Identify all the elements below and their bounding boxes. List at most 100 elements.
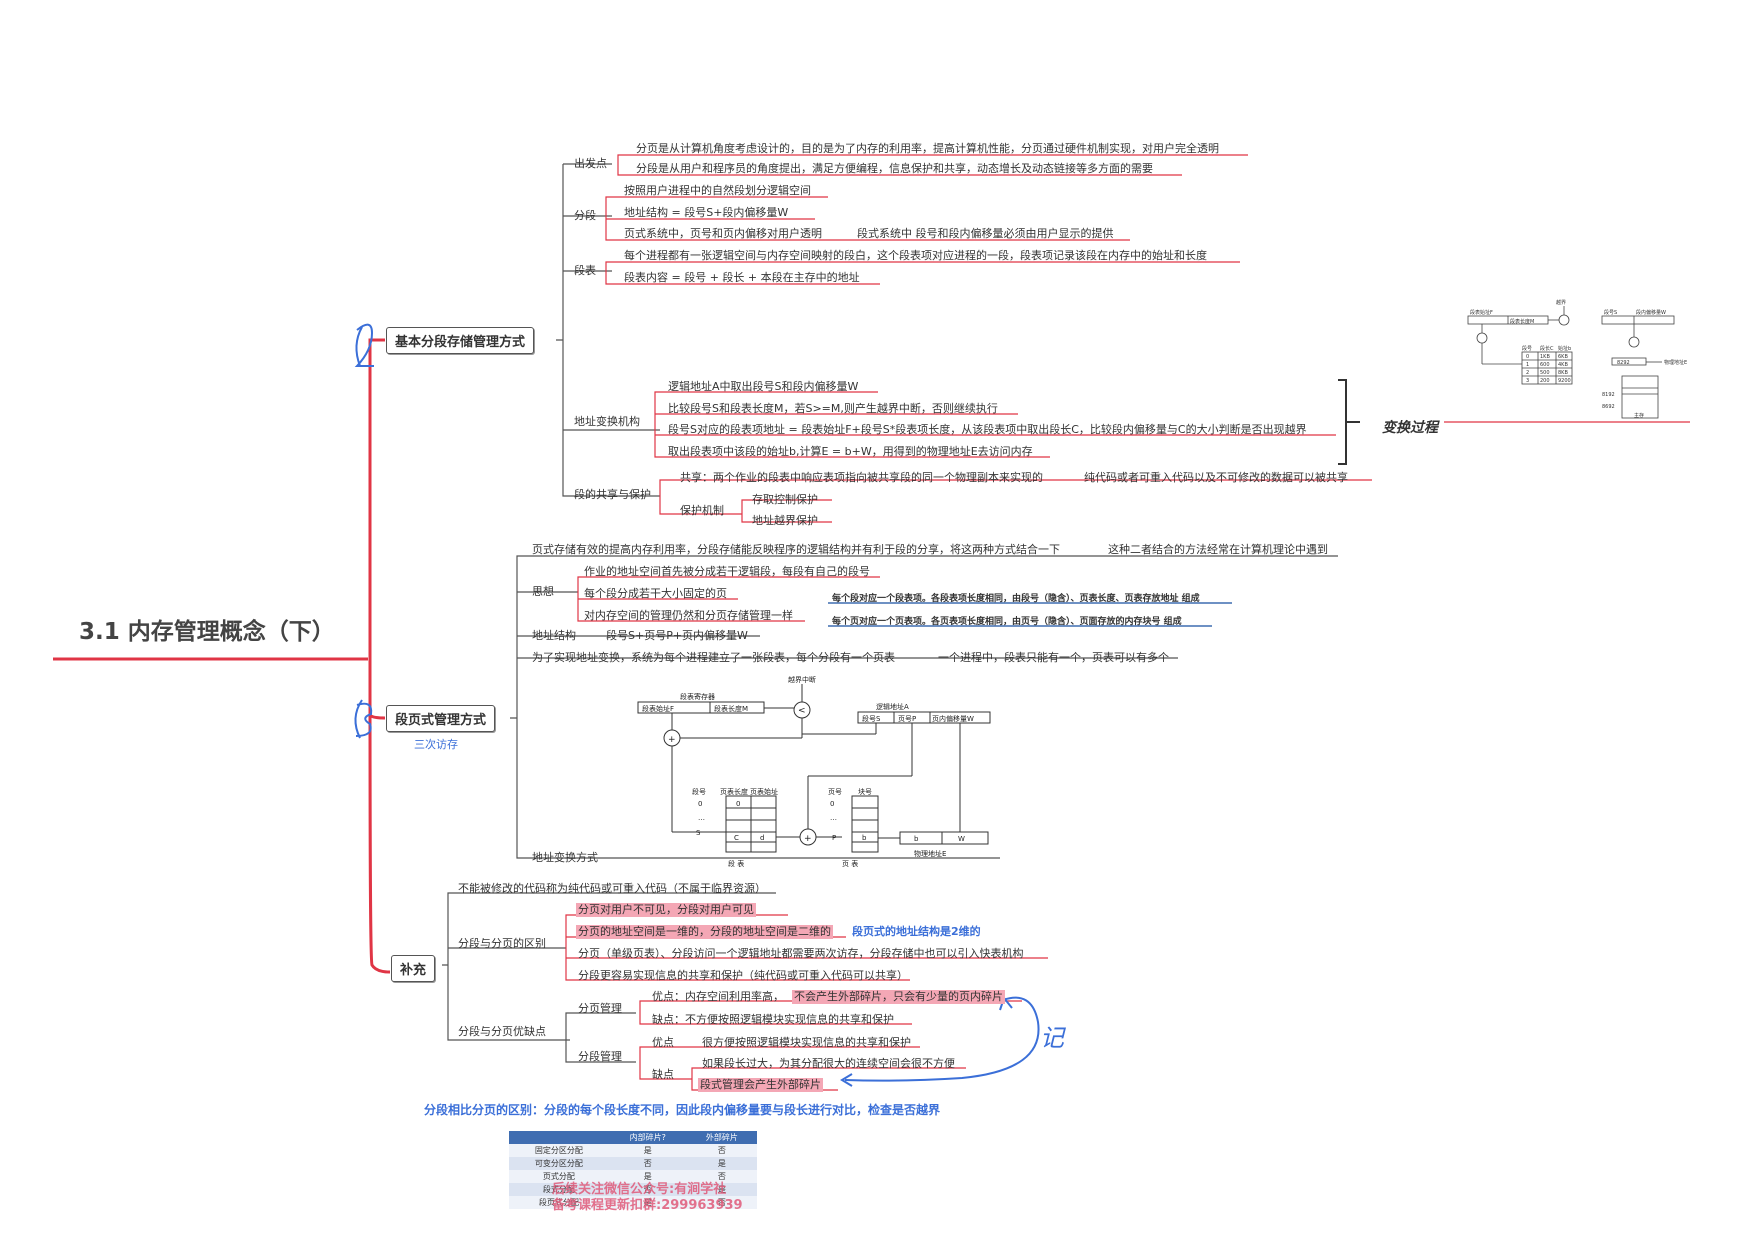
table-cell: 页式分配 [509,1170,609,1183]
node-diff[interactable]: 分段与分页的区别 [458,937,546,950]
table-cell: 是 [608,1170,687,1183]
sp-overflow: 越界中断 [788,675,816,684]
seg-diag-phys: 物理地址E [1664,359,1687,366]
sp-col-plen: 页表长度 [720,787,748,796]
seg-diag-r3c2: 9200 [1558,378,1571,384]
svg-text:+: + [804,834,812,844]
leaf-segment-extra: 段式系统中 段号和段内偏移量必须由用户显示的提供 [857,227,1114,240]
leaf-paging-con: 缺点：不方便按照逻辑模块实现信息的共享和保护 [652,1013,894,1026]
tag-translate-process: 变换过程 [1382,420,1438,436]
seg-diag-label-5: 段号 [1522,345,1532,352]
seg-diag-r2c1: 500 [1540,370,1550,376]
node-basic-segmentation[interactable]: 基本分段存储管理方式 [386,327,535,354]
leaf-translate-4: 取出段表项中该段的始址b,计算E = b+W，用得到的物理地址E去访问内存 [668,445,1033,458]
seg-diag-r0c2: 6KB [1558,354,1568,360]
sp-offset: 页内偏移量W [932,714,974,723]
node-addr-struct[interactable]: 地址结构 [532,629,576,642]
node-share-protect[interactable]: 段的共享与保护 [574,488,651,501]
table-cell: 否 [686,1144,757,1157]
node-segment-paging[interactable]: 段页式管理方式 [386,705,496,732]
sp-p: P [832,834,836,842]
leaf-share: 共享：两个作业的段表中响应表项指向被共享段的同一个物理副本来实现的 [680,471,1043,484]
sp-col-pstart: 页表始址 [750,787,778,796]
node-idea[interactable]: 思想 [532,585,554,598]
leaf-diff-1: 分页对用户不可见，分段对用户可见 [576,903,756,917]
sp-page-table: 页 表 [842,859,858,868]
node-seg-table[interactable]: 段表 [574,264,596,277]
node-segment[interactable]: 分段 [574,209,596,222]
seg-diag-label-0: 段表始址F [1470,309,1493,316]
node-addr-mode[interactable]: 地址变换方式 [532,851,598,864]
sp-seg-table: 段 表 [728,859,744,868]
callout-page-entry: 每个页对应一个页表项。各页表项长度相同，由页号（隐含）、页面存放的内存块号 组成 [832,617,1182,627]
leaf-origin-1: 分页是从计算机角度考虑设计的，目的是为了内存的利用率，提高计算机性能，分页通过硬… [636,142,1219,155]
leaf-seg-pro: 很方便按照逻辑模块实现信息的共享和保护 [702,1036,911,1049]
leaf-origin-2: 分段是从用户和程序员的角度提出，满足方便编程，信息保护和共享，动态增长及动态链接… [636,162,1153,175]
node-seg-mgmt[interactable]: 分段管理 [578,1050,622,1063]
seg-diag-r3c0: 3 [1526,378,1529,384]
diagram-segpage-translation: 段表寄存器 段表始址F 段表长度M 越界中断 < + + 逻辑地址A 段号S 页… [637,675,991,868]
seg-diag-mem: 主存 [1634,412,1644,419]
diagram-seg-translation: 段表始址F 段表长度M 越界 段号S 段内偏移量W 段号 段长C 始址b 0 1… [1467,299,1687,419]
table-cell: 是 [686,1183,757,1196]
seg-diag-label-2: 越界 [1556,299,1566,306]
node-paging-mgmt[interactable]: 分页管理 [578,1002,622,1015]
leaf-segment-3: 页式系统中，页号和页内偏移对用户透明 [624,227,822,240]
sp-s: S [696,829,701,837]
leaf-seg-con-2: 段式管理会产生外部碎片 [698,1078,823,1092]
node-origin[interactable]: 出发点 [574,157,607,170]
node-seg-pro: 优点 [652,1036,674,1049]
seg-diag-label-7: 始址b [1558,345,1571,352]
seg-diag-r0c1: 1KB [1540,354,1550,360]
table-header-row: 内部碎片? 外部碎片 [509,1131,757,1144]
node-translate[interactable]: 地址变换机构 [574,415,640,428]
table-row: 段式分配 否 是 [509,1183,757,1196]
leaf-diff-4: 分段更容易实现信息的共享和保护（纯代码或可重入代码可以共享） [578,969,908,982]
node-protect[interactable]: 保护机制 [680,504,724,517]
leaf-segment-1: 按照用户进程中的自然段划分逻辑空间 [624,184,811,197]
node-supplement[interactable]: 补充 [391,955,436,982]
fragment-comparison-table: 内部碎片? 外部碎片 固定分区分配 是 否 可变分区分配 否 是 页式分配 是 … [509,1131,757,1209]
leaf-seg-table-2: 段表内容 = 段号 + 段长 + 本段在主存中的地址 [624,271,860,284]
sp-logic: 逻辑地址A [876,702,909,711]
leaf-paging-pro-hl: 不会产生外部碎片，只会有少量的页内碎片 [792,990,1005,1004]
sp-seg-no: 段号S [862,714,881,723]
table-cell: 否 [686,1196,757,1209]
seg-diag-r0c0: 0 [1526,354,1529,360]
watermark: 后续关注微信公众号:有涧学社 备考课程更新扣群:299963939 [552,1182,743,1214]
sp-seg-dots: … [698,814,705,822]
table-cell: 段页式分配 [509,1196,609,1209]
seg-diag-label-3: 段号S [1604,309,1617,316]
sp-seg-reg: 段表寄存器 [680,692,715,701]
leaf-diff-3: 分页（单级页表）、分段访问一个逻辑地址都需要两次访存，分段存储中也可以引入快表机… [578,947,1024,960]
handwritten-note: 记 [1040,1024,1064,1052]
node-seg-con: 缺点 [652,1068,674,1081]
seg-diag-r3c1: 200 [1540,378,1550,384]
table-cell: 是 [608,1196,687,1209]
leaf-segment-2: 地址结构 = 段号S+段内偏移量W [624,206,789,219]
bottom-note: 分段相比分页的区别：分段的每个段长度不同，因此段内偏移量要与段长进行对比，检查是… [424,1103,941,1117]
table-cell: 固定分区分配 [509,1144,609,1157]
leaf-paging-pro: 优点：内存空间利用率高， [652,990,784,1003]
seg-diag-r1c2: 4KB [1558,362,1568,368]
table-cell: 是 [608,1144,687,1157]
leaf-translate-1: 逻辑地址A中取出段号S和段内偏移量W [668,380,859,393]
sp-col-seg: 段号 [692,787,706,796]
sp-col-page: 页号 [828,788,842,796]
table-cell: 否 [608,1157,687,1170]
sp-b: b [862,834,867,842]
seg-diag-label-6: 段长C [1540,345,1554,352]
sp-seg-len: 段表长度M [714,704,748,713]
callout-seg-entry: 每个段对应一个段表项。各段表项长度相同，由段号（隐含）、页表长度、页表存放地址 … [832,594,1200,604]
table-row: 可变分区分配 否 是 [509,1157,757,1170]
leaf-diff-2: 分页的地址空间是一维的，分段的地址空间是二维的 [576,925,833,939]
table-row: 固定分区分配 是 否 [509,1144,757,1157]
seg-diag-r1c0: 1 [1526,362,1529,368]
note-three-access: 三次访存 [414,738,458,751]
table-header: 外部碎片 [686,1131,757,1144]
sp-col-block: 块号 [858,787,872,796]
leaf-segpage-intro: 页式存储有效的提高内存利用率，分段存储能反映程序的逻辑结构并有利于段的分享，将这… [532,543,1060,556]
node-pros-cons[interactable]: 分段与分页优缺点 [458,1025,546,1038]
leaf-translate-2: 比较段号S和段表长度M，若S>=M,则产生越界中断，否则继续执行 [668,402,998,415]
